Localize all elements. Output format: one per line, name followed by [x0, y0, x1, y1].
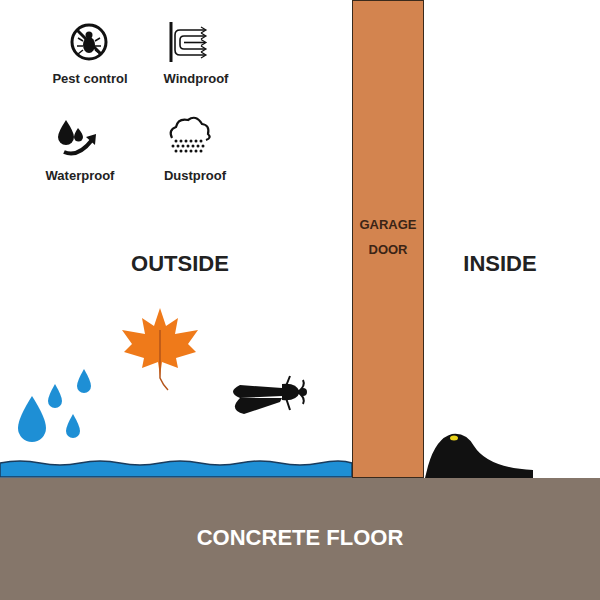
door-seal — [425, 434, 533, 478]
water-drops — [18, 369, 91, 442]
feature-label: Pest control — [52, 71, 127, 86]
feature-label: Dustproof — [164, 168, 226, 183]
insect — [233, 376, 307, 414]
windproof-icon — [171, 22, 206, 62]
node-text: GARAGE DOOR — [353, 213, 423, 262]
feature-label: Waterproof — [46, 168, 115, 183]
pest-control-icon — [72, 25, 106, 59]
dustproof-icon — [171, 118, 210, 153]
maple-leaf — [122, 308, 198, 390]
water-layer — [0, 461, 352, 477]
waterproof-icon — [58, 120, 96, 154]
garage-door: GARAGE DOOR — [352, 0, 424, 478]
side-label: INSIDE — [463, 251, 536, 277]
concrete-floor: CONCRETE FLOOR — [0, 478, 600, 600]
side-label: OUTSIDE — [131, 251, 229, 277]
node-text: CONCRETE FLOOR — [0, 525, 600, 551]
feature-label: Windproof — [164, 71, 229, 86]
